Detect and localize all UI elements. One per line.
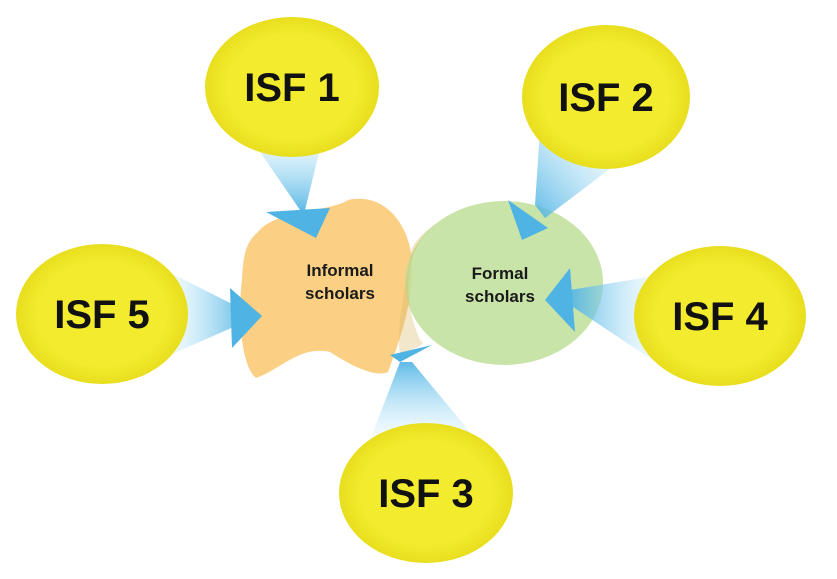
formal-scholars-shape <box>405 201 603 365</box>
arrow-isf5 <box>165 270 262 355</box>
formal-label-line1: Formal <box>472 264 529 283</box>
isf-2-bubble: ISF 2 <box>522 25 690 169</box>
arrow-isf3 <box>370 345 470 440</box>
isf-5-bubble: ISF 5 <box>16 244 188 384</box>
isf-1-label: ISF 1 <box>244 66 340 110</box>
informal-label-line1: Informal <box>306 261 373 280</box>
isf-4-label: ISF 4 <box>672 295 768 339</box>
isf-5-label: ISF 5 <box>54 293 150 337</box>
informal-scholars-shape <box>240 198 413 378</box>
overlap-region <box>398 222 440 355</box>
isf-2-label: ISF 2 <box>558 76 654 120</box>
isf-3-label: ISF 3 <box>378 472 474 516</box>
formal-label-line2: scholars <box>465 287 535 306</box>
isf-4-bubble: ISF 4 <box>634 246 806 386</box>
informal-label-line2: scholars <box>305 284 375 303</box>
isf-3-bubble: ISF 3 <box>339 423 513 563</box>
isf-1-bubble: ISF 1 <box>205 17 379 157</box>
